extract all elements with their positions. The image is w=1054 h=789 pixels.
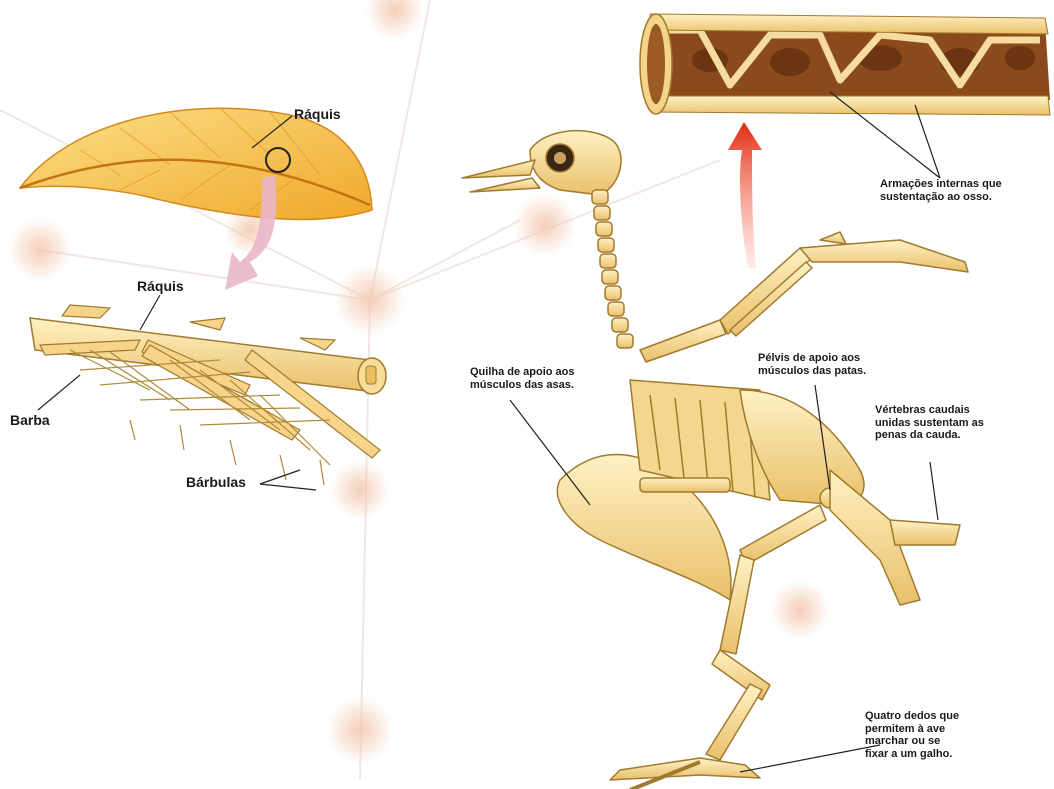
zoom-arrow-red <box>728 122 762 268</box>
label-rachis-detail: Ráquis <box>137 278 184 294</box>
wing-humerus <box>640 320 726 362</box>
label-tail: Vértebras caudais unidas sustentam as pe… <box>875 404 984 442</box>
label-pelvis: Pélvis de apoio aos músculos das patas. <box>758 352 866 377</box>
label-toes: Quatro dedos que permitem à ave marchar … <box>865 710 959 761</box>
label-keel: Quilha de apoio aos músculos das asas. <box>470 366 575 391</box>
feather-illustration <box>20 108 372 219</box>
bone-cross-section <box>640 14 1050 178</box>
bone-leader-2 <box>915 105 940 178</box>
feather-detail <box>30 295 386 490</box>
label-barbules: Bárbulas <box>186 474 246 490</box>
barbules-leader-2 <box>260 484 316 490</box>
skull <box>530 131 621 195</box>
wing-radius <box>720 248 812 334</box>
label-bone-structure: Armações internas que sustentação ao oss… <box>880 178 1002 203</box>
femur <box>740 505 826 565</box>
wing-hand <box>800 240 968 272</box>
beak <box>462 160 535 178</box>
label-rachis-top: Ráquis <box>294 106 341 122</box>
label-barb: Barba <box>10 412 50 428</box>
rachis-detail-leader <box>140 295 160 330</box>
neck-vertebrae <box>592 190 633 348</box>
barbules-leader-1 <box>260 470 300 484</box>
barb-leader <box>38 375 80 410</box>
